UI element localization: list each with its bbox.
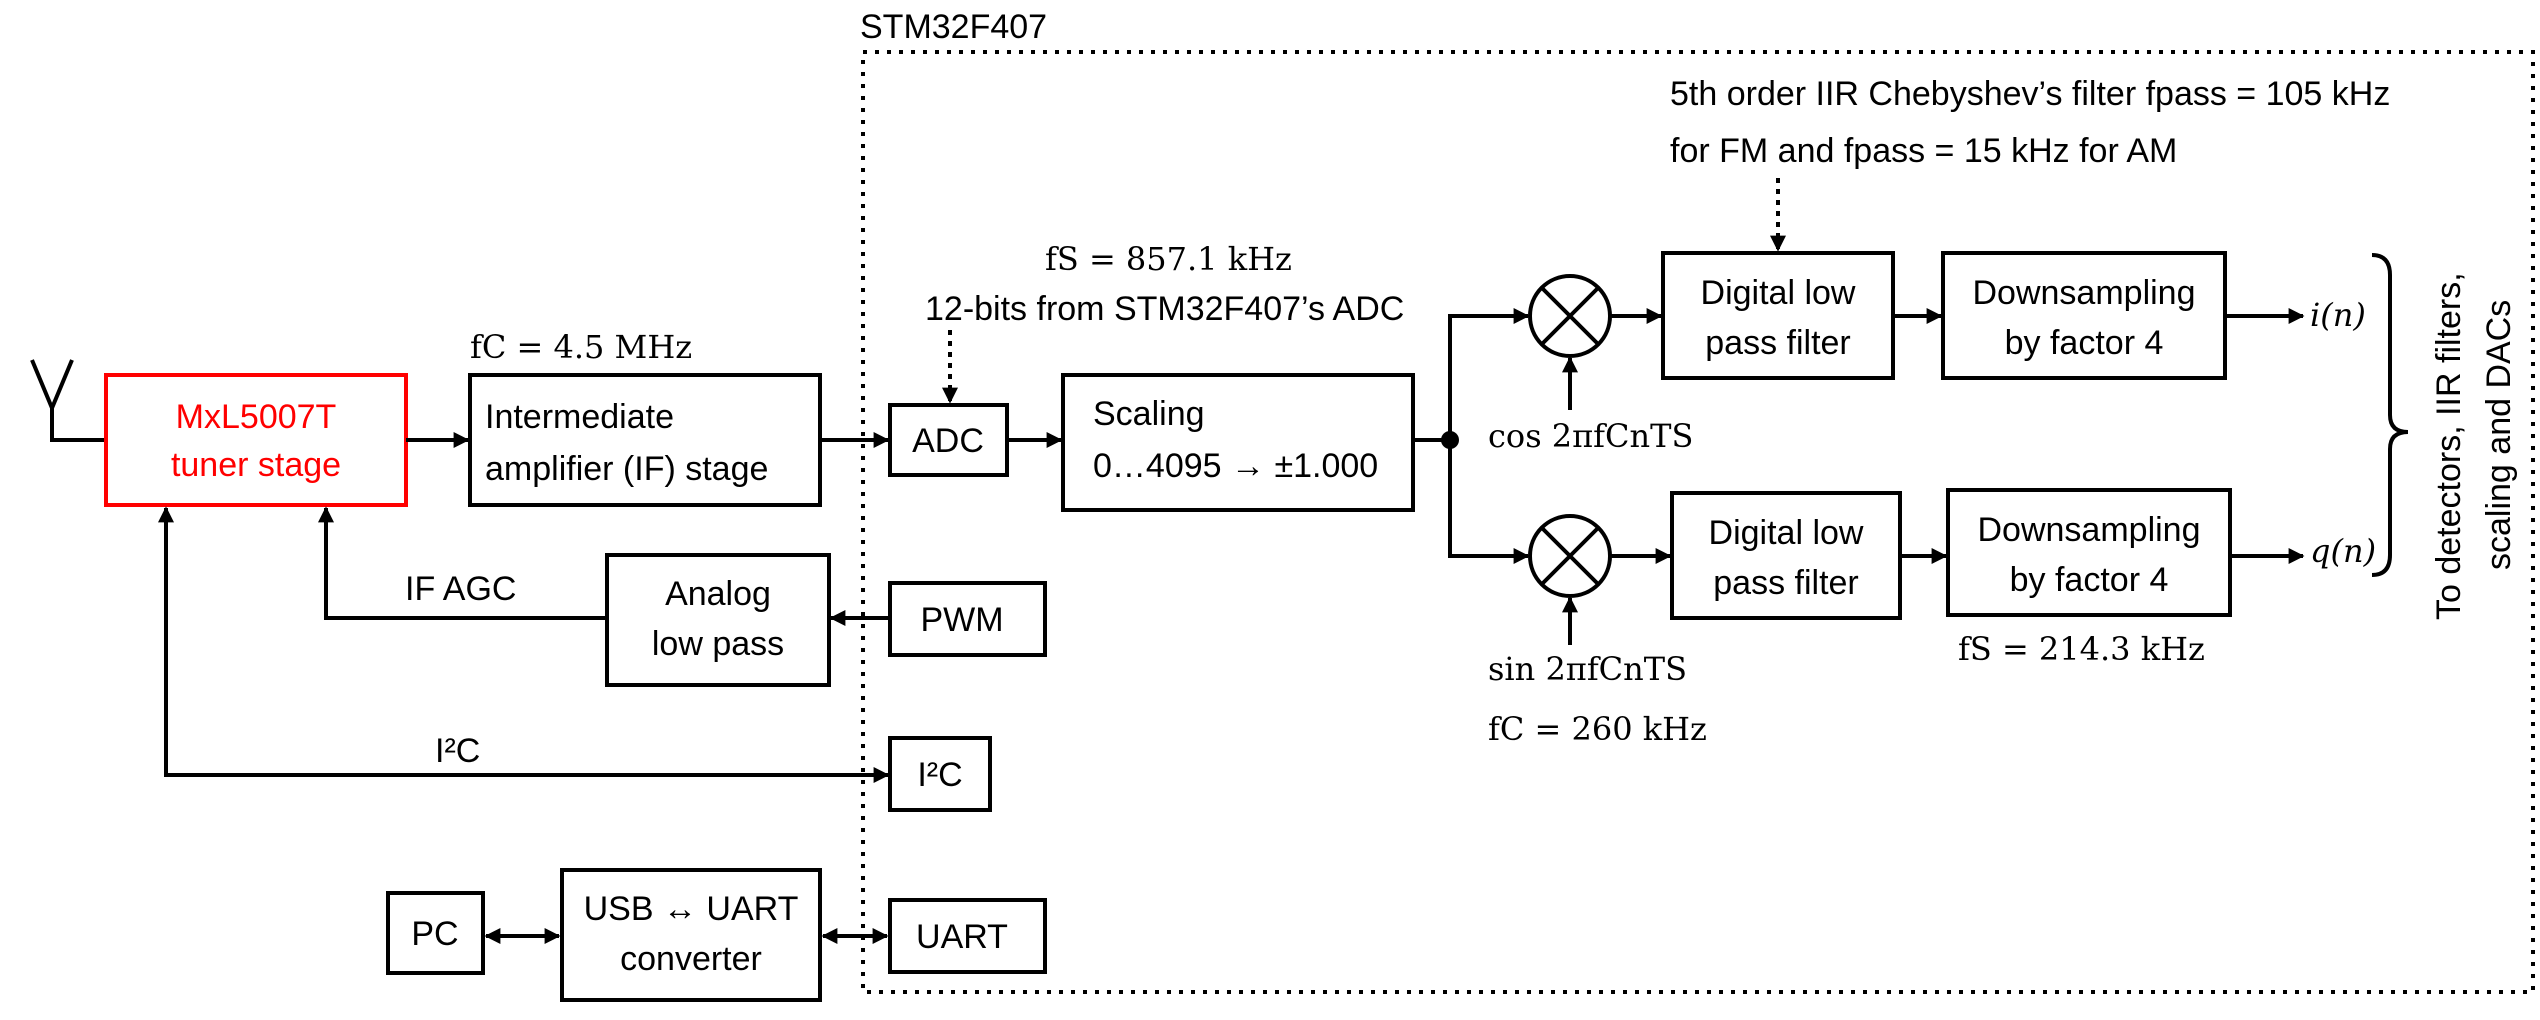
adc-block: ADC: [888, 403, 1009, 477]
stm32-boundary: [861, 50, 2535, 994]
usb-uart-line1: USB ↔ UART: [584, 890, 799, 928]
wire-i2c-bus: [158, 506, 890, 783]
filter-spec-line2: for FM and fpass = 15 kHz for AM: [1670, 132, 2177, 170]
mixer-q-icon: [1528, 514, 1612, 598]
output-i-label: i(n): [2310, 296, 2366, 334]
lpf-i-block: Digital low pass filter: [1661, 251, 1895, 380]
mixer-i-icon: [1528, 274, 1612, 358]
wire-to-mixer-i: [1448, 308, 1530, 440]
ds-i-line2: by factor 4: [2005, 324, 2164, 362]
tuner-line1: MxL5007T: [176, 398, 337, 436]
outputs-line2: scaling and DACs: [2480, 300, 2518, 570]
analog-lowpass-block: Analog low pass: [605, 553, 831, 687]
i2c-label: I²C: [917, 756, 962, 794]
if-amplifier-block: Intermediate amplifier (IF) stage: [468, 373, 822, 507]
pwm-label: PWM: [920, 601, 1003, 639]
output-brace: [2371, 253, 2409, 577]
sin-mix-label: sin 2πfCnTS: [1488, 650, 1687, 688]
i2c-bus-label: I²C: [435, 732, 480, 770]
antenna-icon: [30, 359, 106, 442]
fs-adc-label: fS = 857.1 kHz: [1045, 240, 1292, 278]
uart-label: UART: [916, 918, 1008, 956]
lpf-i-line1: Digital low: [1701, 274, 1856, 312]
adc-label: ADC: [912, 422, 984, 460]
adc-bits-label: 12-bits from STM32F407’s ADC: [925, 290, 1404, 328]
if-agc-label: IF AGC: [405, 570, 516, 608]
cos-mix-label: cos 2πfCnTS: [1488, 417, 1693, 455]
analog-lp-line2: low pass: [652, 625, 784, 663]
fs-out-label: fS = 214.3 kHz: [1958, 630, 2205, 668]
ds-i-line1: Downsampling: [1973, 274, 2196, 312]
stm32-label: STM32F407: [860, 8, 1047, 46]
analog-lp-line1: Analog: [665, 575, 771, 613]
downsample-i-block: Downsampling by factor 4: [1941, 251, 2227, 380]
if-amp-line2: amplifier (IF) stage: [485, 450, 768, 488]
outputs-line1: To detectors, IIR filters,: [2430, 272, 2468, 620]
ds-q-line1: Downsampling: [1978, 511, 2201, 549]
i2c-block: I²C: [888, 736, 992, 812]
fc-nco-label: fC = 260 kHz: [1488, 710, 1707, 748]
if-amp-line1: Intermediate: [485, 398, 674, 436]
ds-q-line2: by factor 4: [2010, 561, 2169, 599]
filter-spec-line1: 5th order IIR Chebyshev’s filter fpass =…: [1670, 75, 2390, 113]
uart-block: UART: [888, 898, 1047, 974]
lpf-q-line2: pass filter: [1713, 564, 1859, 602]
tuner-block: MxL5007T tuner stage: [104, 373, 408, 507]
lpf-q-line1: Digital low: [1709, 514, 1864, 552]
usb-uart-block: USB ↔ UART converter: [560, 868, 822, 1002]
pc-block: PC: [386, 891, 485, 975]
lpf-i-line2: pass filter: [1705, 324, 1851, 362]
lpf-q-block: Digital low pass filter: [1670, 491, 1902, 620]
pwm-block: PWM: [888, 581, 1047, 657]
scaling-line2: 0…4095 → ±1.000: [1093, 447, 1378, 485]
scaling-line1: Scaling: [1093, 395, 1205, 433]
output-q-label: q(n): [2310, 532, 2376, 570]
fc-if-label: fC = 4.5 MHz: [470, 328, 692, 366]
scaling-block: Scaling 0…4095 → ±1.000: [1061, 373, 1415, 512]
downsample-q-block: Downsampling by factor 4: [1946, 488, 2232, 617]
wire-to-mixer-q: [1448, 440, 1530, 564]
usb-uart-line2: converter: [620, 940, 762, 978]
tuner-line2: tuner stage: [171, 446, 341, 484]
pc-label: PC: [411, 915, 458, 953]
